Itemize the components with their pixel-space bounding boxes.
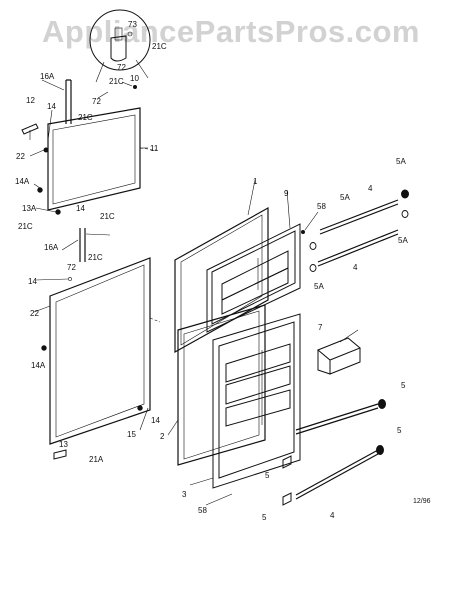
- part-label: 14A: [31, 361, 46, 370]
- part-label: 21C: [109, 77, 124, 86]
- hinge-detail-callout: [89, 9, 151, 83]
- part-label: 4: [353, 263, 358, 272]
- part-label: 21C: [100, 212, 115, 221]
- part-label: 13: [59, 440, 68, 449]
- date-code: 12/96: [413, 498, 431, 505]
- freezer-door-gasket: [21, 79, 157, 215]
- part-label: 73: [128, 20, 137, 29]
- part-label: 21C: [152, 42, 167, 51]
- part-labels: 73 21C 72 16A 10 21C 72 12 14 21C 11 22 …: [15, 20, 431, 522]
- part-label: 5A: [398, 236, 408, 245]
- part-label: 5A: [340, 193, 350, 202]
- part-label: 14A: [15, 177, 30, 186]
- part-label: 7: [318, 323, 323, 332]
- part-label: 3: [182, 490, 187, 499]
- part-label: 16A: [44, 243, 59, 252]
- part-label: 22: [16, 152, 25, 161]
- part-label: 21C: [78, 113, 93, 122]
- part-label: 21A: [89, 455, 104, 464]
- part-label: 13A: [22, 204, 37, 213]
- part-label: 21C: [18, 222, 33, 231]
- part-label: 72: [117, 63, 126, 72]
- part-label: 5: [265, 471, 270, 480]
- part-label: 72: [92, 97, 101, 106]
- freezer-door-assembly: [174, 206, 301, 354]
- part-label: 14: [28, 277, 37, 286]
- part-label: 4: [330, 511, 335, 520]
- fresh-food-door-assembly: [177, 304, 361, 489]
- part-label: 58: [317, 202, 326, 211]
- part-label: 5A: [396, 157, 406, 166]
- part-label: 16A: [40, 72, 55, 81]
- part-label: 14: [76, 204, 85, 213]
- part-label: 4: [368, 184, 373, 193]
- part-label: 15: [127, 430, 136, 439]
- shelf-rails: [282, 189, 409, 506]
- part-label: 2: [160, 432, 165, 441]
- fresh-food-door-gasket: [41, 228, 161, 460]
- part-label: 5: [401, 381, 406, 390]
- part-label: 72: [67, 263, 76, 272]
- watermark-text: AppliancePartsPros.com: [42, 14, 420, 49]
- leader-lines: [29, 79, 359, 506]
- part-label: 21C: [88, 253, 103, 262]
- part-label: 12: [26, 96, 35, 105]
- part-label: 1: [253, 177, 258, 186]
- part-label: 5: [262, 513, 267, 522]
- part-label: 10: [130, 74, 139, 83]
- part-label: 5A: [314, 282, 324, 291]
- part-label: 11: [150, 144, 159, 153]
- part-label: 5: [397, 426, 402, 435]
- part-label: 22: [30, 309, 39, 318]
- part-label: 9: [284, 189, 289, 198]
- part-label: 14: [47, 102, 56, 111]
- part-label: 14: [151, 416, 160, 425]
- part-label: 58: [198, 506, 207, 515]
